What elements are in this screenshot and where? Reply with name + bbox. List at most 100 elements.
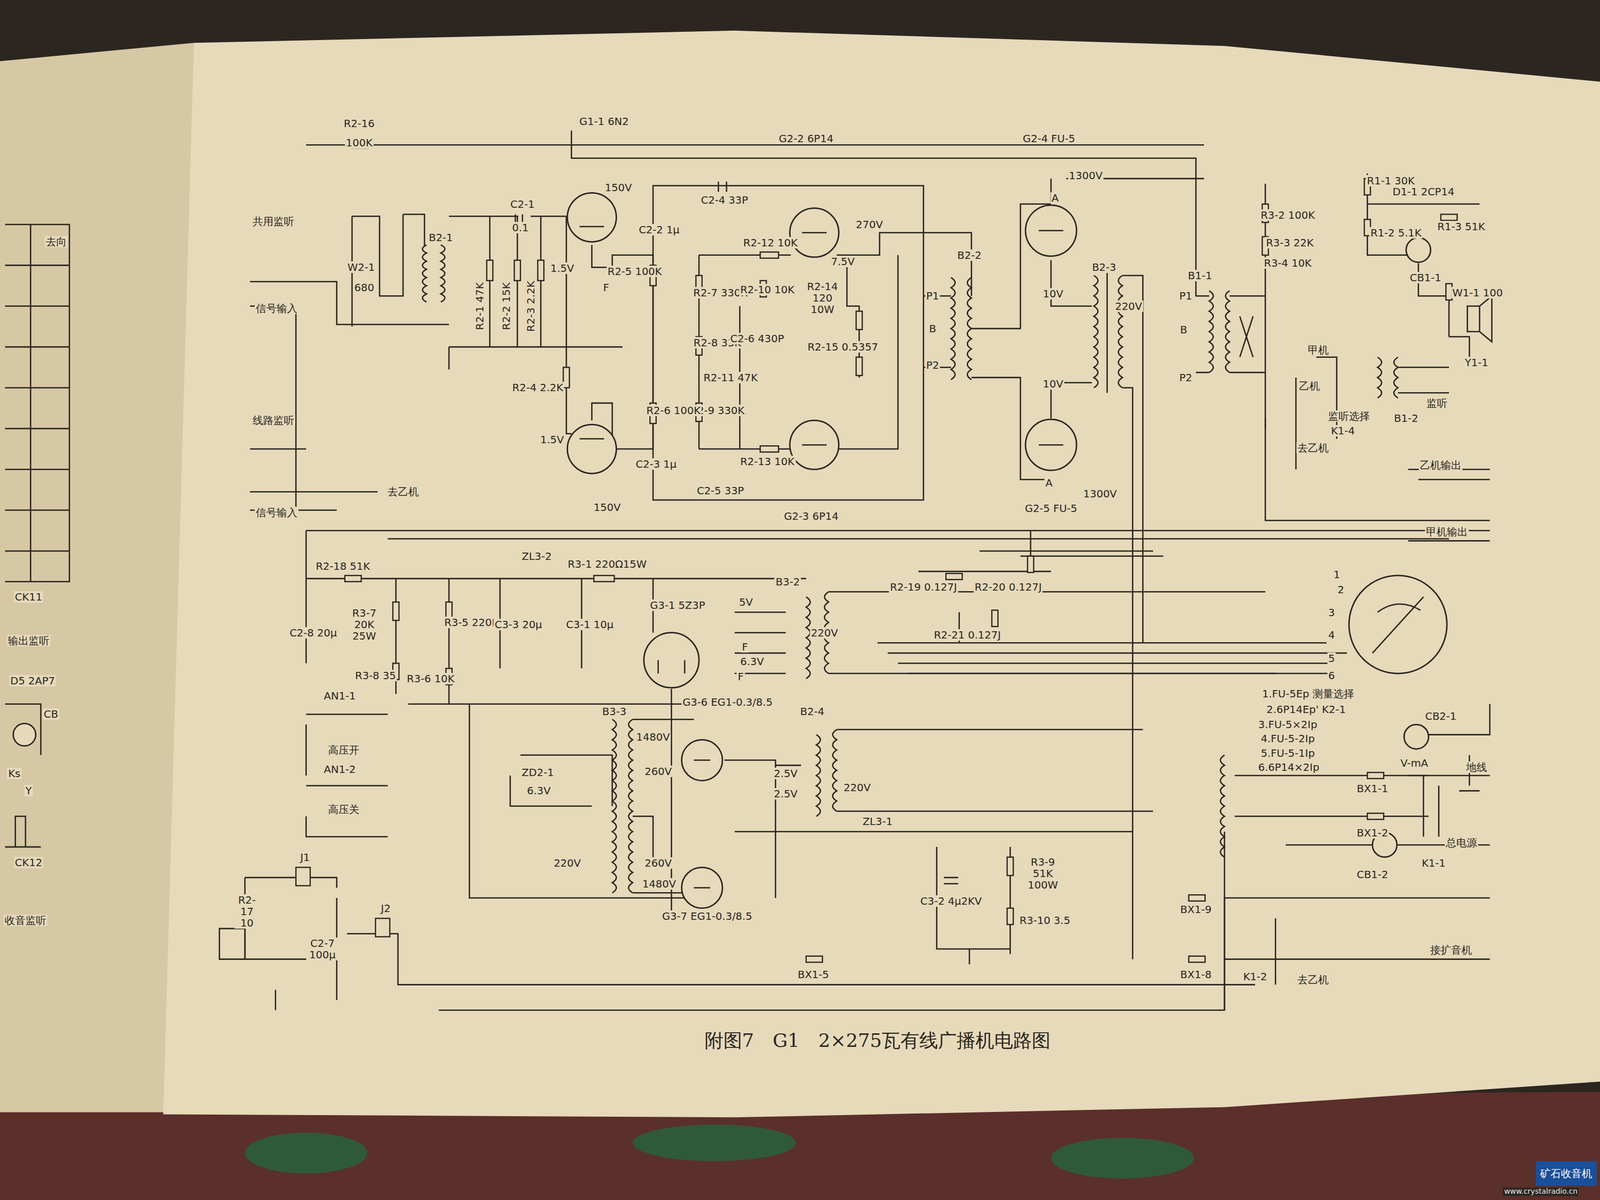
component-label: 乙机: [1297, 380, 1321, 392]
component-label: CB2-1: [1423, 710, 1458, 722]
component-label: B1-1: [1186, 269, 1214, 282]
component-label: G2-4 FU-5: [1021, 132, 1077, 145]
component-label: 4: [1327, 629, 1336, 641]
component-label: R3-5 220K: [443, 616, 500, 629]
component-label: Y1-1: [1463, 356, 1490, 369]
component-label: 1.FU-5Ep 测量选择: [1260, 688, 1356, 700]
component-label: 100K: [344, 136, 374, 149]
component-label: 1300V: [1067, 169, 1104, 182]
component-label: G3-6 EG1-0.3/8.5: [681, 696, 774, 708]
component-label: 6.6P14×2Ip: [1257, 761, 1321, 773]
component-label: 220V: [809, 627, 840, 639]
component-label: 150V: [592, 501, 622, 514]
component-label: R3-7 20K 25W: [346, 607, 382, 642]
component-label: R2-14 120 10W: [804, 280, 841, 316]
component-label: B2-4: [798, 705, 825, 718]
component-label: ZL3-2: [520, 550, 554, 562]
component-label: 3.FU-5×2Ip: [1257, 718, 1319, 731]
component-label: 2: [1336, 583, 1346, 596]
component-label: 地线: [1465, 761, 1489, 773]
component-label: R3-8 35: [354, 669, 397, 682]
component-label: 680: [353, 281, 375, 294]
component-label: R2-17 10: [234, 894, 260, 929]
component-label: 6: [1327, 669, 1336, 682]
component-label: C3-1 10μ: [565, 618, 615, 631]
component-label: R2-13 10K: [739, 455, 796, 468]
figure-caption: 附图7 G1 2×275瓦有线广播机电路图: [702, 1028, 1053, 1054]
component-label: J2: [379, 902, 392, 915]
component-label: R2-4 2.2K: [511, 381, 565, 394]
component-label: B: [928, 322, 938, 335]
component-label: 0.1: [510, 221, 530, 234]
component-label: B1-2: [1393, 412, 1420, 424]
component-label: B2-1: [427, 231, 454, 244]
component-label: BX1-8: [1179, 968, 1213, 981]
component-label: R3-6 10K: [405, 672, 456, 685]
component-label: R1-1 30K: [1366, 175, 1416, 187]
component-label: D1-1 2CP14: [1391, 185, 1456, 198]
component-label: 6.3V: [739, 655, 766, 668]
component-label: 甲机: [1306, 344, 1330, 356]
component-label: 3: [1327, 606, 1336, 619]
component-label: R2-5 100K: [606, 265, 664, 278]
component-label: V-mA: [1399, 757, 1430, 769]
component-label: 甲机输出: [1425, 526, 1469, 538]
component-label: P2: [925, 359, 941, 371]
component-label: R2-1 47K: [473, 281, 486, 331]
component-label: K1-1: [1420, 857, 1447, 869]
component-label: R2-3 2.2K: [525, 279, 537, 333]
component-label: R2-20 0.127J: [973, 581, 1043, 593]
component-label: 270V: [854, 218, 884, 231]
watermark: www.crystalradio.cn: [1503, 1188, 1579, 1196]
component-label: D5 2AP7: [9, 675, 57, 687]
component-label: 10V: [1041, 288, 1065, 300]
component-label: 去向: [44, 235, 68, 248]
component-label: 总电源: [1444, 836, 1479, 849]
component-label: R2-10 10K: [739, 283, 796, 296]
component-label: B3-2: [774, 576, 801, 588]
component-label: BX1-1: [1355, 782, 1390, 795]
component-label: BX1-5: [796, 968, 830, 981]
component-label: G2-2 6P14: [777, 132, 835, 145]
component-label: 220V: [1114, 300, 1144, 312]
component-label: 5V: [738, 596, 754, 608]
component-label: 共用监听: [251, 215, 296, 228]
component-label: K1-2: [1242, 970, 1269, 983]
component-label: BX1-9: [1179, 903, 1213, 916]
component-label: 1480V: [635, 731, 672, 743]
component-label: F: [602, 281, 611, 294]
component-label: 收音监听: [3, 914, 48, 927]
component-label: C2-5 33P: [695, 484, 746, 497]
component-label: C2-7 100μ: [306, 937, 339, 961]
component-label: 去乙机: [1296, 442, 1330, 454]
component-label: C3-2 4μ2KV: [919, 895, 983, 907]
component-label: C3-3 20μ: [493, 618, 544, 631]
component-label: 高压关: [327, 803, 361, 816]
component-label: BX1-2: [1355, 827, 1390, 839]
component-label: 信号输入: [254, 506, 299, 519]
component-label: 2.6P14Ep' K2-1: [1265, 703, 1347, 716]
component-label: 10V: [1041, 378, 1065, 390]
component-label: B2-3: [1091, 261, 1118, 273]
component-label: 2.5V: [772, 767, 799, 780]
component-label: 输出监听: [6, 634, 51, 647]
watermark: 矿石收音机: [1539, 1167, 1594, 1180]
component-label: R2-12 10K: [742, 236, 799, 249]
component-label: 4.FU-5-2Ip: [1259, 732, 1317, 745]
component-label: CB: [42, 708, 60, 720]
component-label: G2-3 6P14: [782, 510, 840, 522]
component-label: 去乙机: [1296, 973, 1330, 986]
component-label: R2-18 51K: [314, 560, 371, 572]
component-label: C2-3 1μ: [634, 458, 678, 470]
component-label: 高压开: [327, 744, 361, 756]
component-label: 2.5V: [772, 788, 799, 800]
component-label: CK11: [14, 591, 44, 603]
component-label: 260V: [643, 857, 673, 869]
component-label: R3-4 10K: [1263, 257, 1313, 269]
component-label: Ks: [7, 767, 22, 780]
component-label: A: [1044, 477, 1054, 489]
component-label: G1-1 6N2: [578, 115, 630, 128]
component-label: R2-6 100K: [645, 404, 702, 417]
component-label: F: [736, 670, 746, 683]
